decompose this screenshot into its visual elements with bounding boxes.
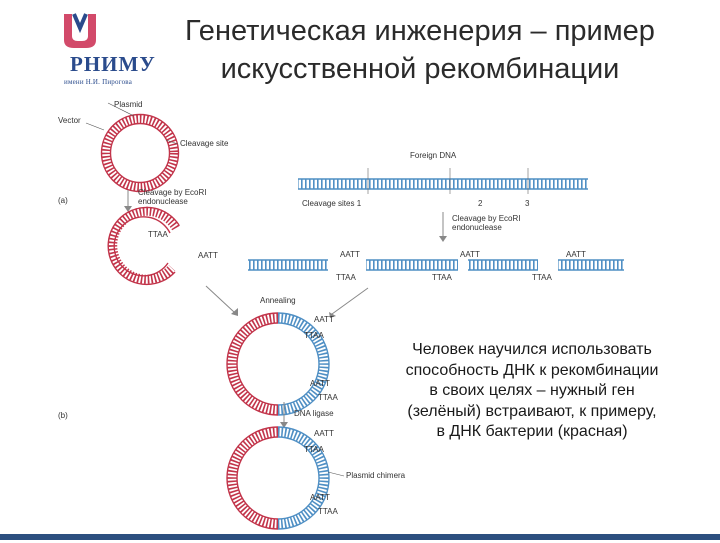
callout-line-4: (зелёный) встраивают, к примеру, — [407, 402, 657, 420]
callout-line-2: способность ДНК к рекомбинации — [405, 361, 659, 379]
label-foreign-dna: Foreign DNA — [410, 151, 457, 160]
label-ttaa-f2: TTAA — [432, 273, 453, 282]
label-dna-ligase: DNA ligase — [294, 409, 334, 418]
label-aatt-f3: AATT — [566, 250, 586, 259]
label-vector: Vector — [58, 116, 81, 125]
label-ecori-right-1: Cleavage by EcoRI — [452, 214, 520, 223]
university-logo: РНИМУ имени Н.И. Пирогова — [30, 6, 155, 92]
title-line-2: искусственной рекомбинации — [220, 53, 620, 85]
label-site-2: 2 — [478, 199, 483, 208]
label-site-3: 3 — [525, 199, 530, 208]
label-ecori-left-2: endonuclease — [138, 197, 188, 206]
label-ttaa-chim-top: TTAA — [304, 445, 325, 454]
label-ttaa-open: TTAA — [148, 230, 169, 239]
title-line-1: Генетическая инженерия – пример — [185, 15, 655, 47]
label-aatt-ann-top: AATT — [314, 315, 334, 324]
label-ttaa-f3: TTAA — [532, 273, 553, 282]
callout-line-3: в своих целях – нужный ген — [429, 382, 635, 399]
label-annealing: Annealing — [260, 296, 296, 305]
label-aatt-chim-bot: AATT — [310, 493, 330, 502]
slide-title: Генетическая инженерия – пример искусств… — [150, 12, 690, 88]
vector-plasmid — [100, 113, 180, 193]
label-cleavage-sites: Cleavage sites 1 — [302, 199, 362, 208]
label-plasmid: Plasmid — [114, 100, 142, 109]
label-aatt-f1: AATT — [340, 250, 360, 259]
label-panel-a: (a) — [58, 196, 68, 205]
recombination-diagram: Plasmid Vector Cleavage site Foreign DNA… — [58, 100, 624, 530]
cleaved-plasmid — [107, 206, 180, 286]
label-aatt-f2: AATT — [460, 250, 480, 259]
foreign-dna-strand — [298, 178, 588, 190]
label-ttaa-ann-bot: TTAA — [318, 393, 339, 402]
label-aatt-ann-bot: AATT — [310, 379, 330, 388]
footer-bar — [0, 534, 720, 540]
label-aatt-chim-top: AATT — [314, 429, 334, 438]
logo-subtitle: имени Н.И. Пирогова — [64, 78, 133, 86]
annealed-plasmid — [226, 312, 330, 416]
label-ecori-right-2: endonuclease — [452, 223, 502, 232]
recombination-figure: Plasmid Vector Cleavage site Foreign DNA… — [48, 100, 638, 538]
label-plasmid-chimera: Plasmid chimera — [346, 471, 406, 480]
label-ecori-left-1: Cleavage by EcoRI — [138, 188, 206, 197]
callout-line-5: в ДНК бактерии (красная) — [436, 423, 628, 440]
label-ttaa-chim-bot: TTAA — [318, 507, 339, 516]
label-cleavage-site: Cleavage site — [180, 139, 229, 148]
logo-name: РНИМУ — [70, 52, 156, 76]
label-ttaa-f1: TTAA — [336, 273, 357, 282]
logo-emblem-icon — [64, 13, 96, 48]
callout-line-1: Человек научился использовать — [412, 341, 652, 358]
label-panel-b: (b) — [58, 411, 68, 420]
plasmid-chimera — [226, 426, 330, 530]
explanation-callout: Человек научился использовать способност… — [374, 338, 690, 468]
foreign-dna-fragments — [248, 259, 624, 271]
label-ttaa-ann-top: TTAA — [304, 331, 325, 340]
label-aatt-open: AATT — [198, 251, 218, 260]
